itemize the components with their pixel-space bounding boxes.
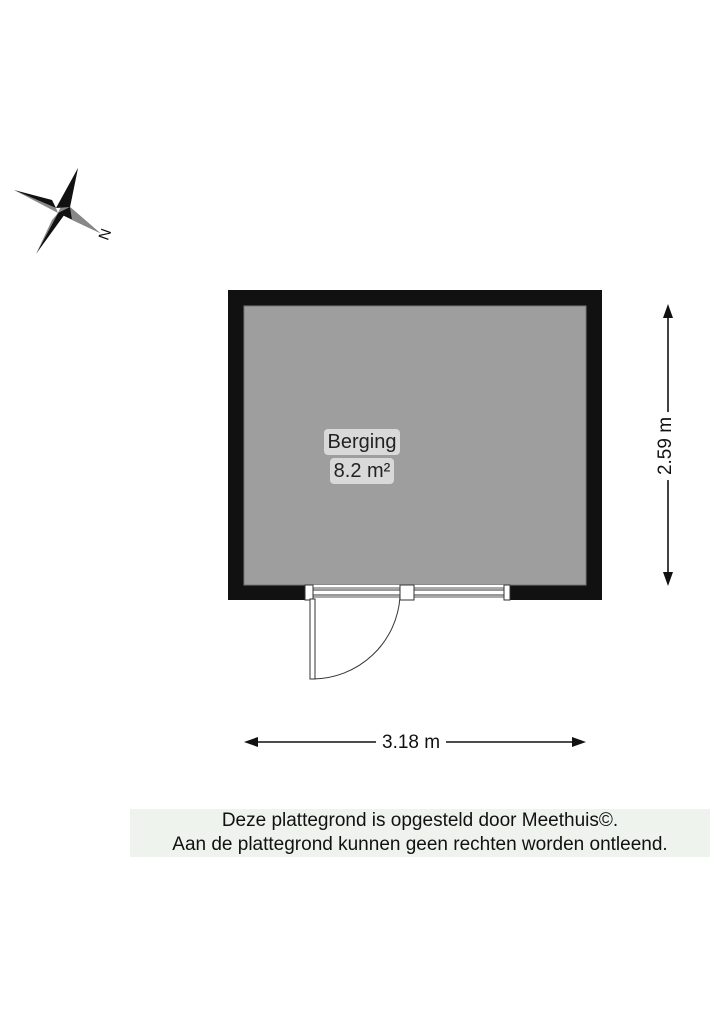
height-dimension-label: 2.59 m: [655, 411, 677, 481]
door-swing: [309, 596, 401, 680]
disclaimer-line-1: Deze plattegrond is opgesteld door Meeth…: [221, 810, 619, 831]
disclaimer: Deze plattegrond is opgesteld door Meeth…: [130, 809, 710, 857]
door-opening: [304, 584, 511, 601]
compass-icon: [14, 168, 100, 254]
width-dimension-label: 3.18 m: [376, 732, 447, 754]
disclaimer-line-2: Aan de plattegrond kunnen geen rechten w…: [172, 834, 668, 855]
room-floor: [243, 305, 587, 586]
